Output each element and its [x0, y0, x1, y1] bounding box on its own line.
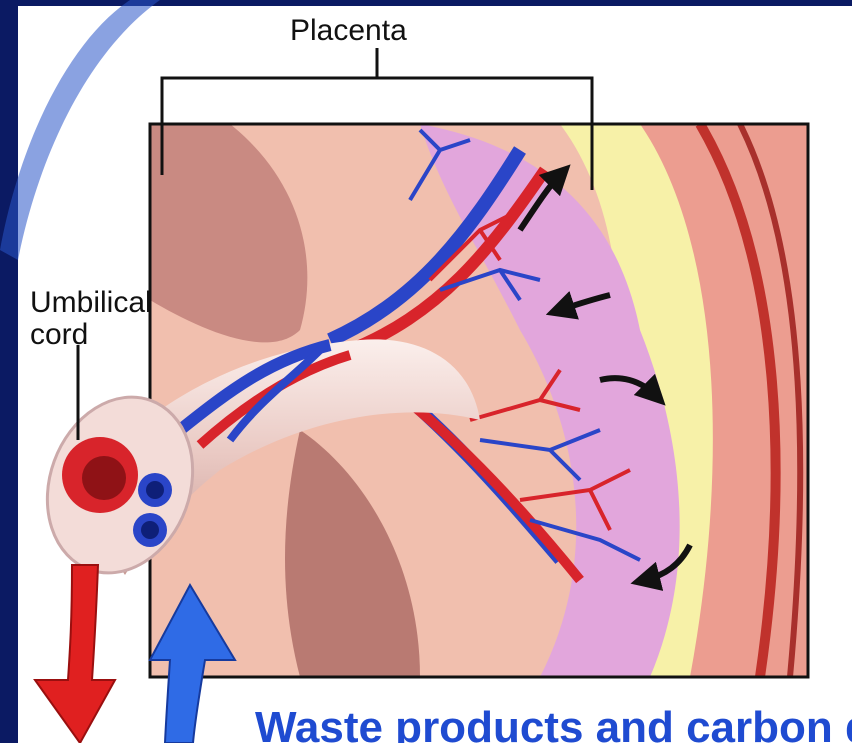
placenta-label: Placenta [290, 14, 407, 48]
slide-caption: Waste products and carbon dioxide [255, 703, 852, 743]
umbilical-cord-label: Umbilical [30, 286, 152, 320]
slide-swoosh [0, 0, 160, 260]
umbilical-cord-label-line2: cord [30, 318, 88, 352]
red-arrow-shape [35, 565, 115, 743]
